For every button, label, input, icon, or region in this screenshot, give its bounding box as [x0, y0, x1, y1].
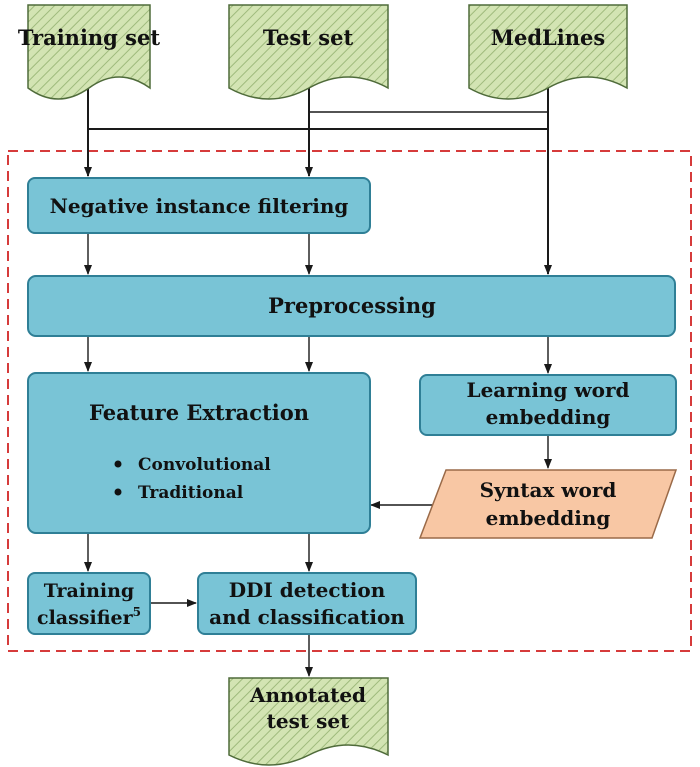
- learning-embedding-line1: Learning word: [467, 378, 630, 402]
- training-classifier-line1: Training: [44, 580, 134, 602]
- learning-word-embedding-box: Learning word embedding: [419, 374, 677, 436]
- ddi-detection-line1: DDI detection: [229, 578, 386, 602]
- training-classifier-word: classifier: [37, 607, 134, 629]
- connectors: [84, 85, 552, 677]
- preprocessing-label: Preprocessing: [268, 293, 436, 318]
- ddi-detection-line2: and classification: [209, 605, 405, 629]
- bullet-marker-2: [114, 488, 122, 496]
- annotated-line2: test set: [267, 709, 350, 733]
- bullet-traditional: Traditional: [138, 483, 244, 503]
- syntax-word-embedding-shape: Syntax word embedding: [418, 469, 678, 539]
- negative-instance-filtering-label: Negative instance filtering: [50, 194, 349, 218]
- training-classifier-superscript: 5: [133, 605, 141, 619]
- system-boundary: [7, 150, 692, 652]
- annotated-test-set-document: Annotated test set: [228, 677, 389, 766]
- test-set-document: Test set: [228, 4, 389, 100]
- feature-extraction-box: Feature Extraction Convolutional Traditi…: [27, 372, 371, 534]
- medlines-label: MedLines: [491, 25, 606, 50]
- negative-instance-filtering-box: Negative instance filtering: [27, 177, 371, 234]
- bullet-convolutional: Convolutional: [138, 455, 271, 475]
- learning-embedding-line2: embedding: [486, 405, 611, 429]
- syntax-embedding-line2: embedding: [486, 506, 611, 530]
- training-classifier-line2: classifier5: [37, 605, 141, 629]
- test-set-label: Test set: [263, 25, 354, 50]
- ddi-detection-box: DDI detection and classification: [197, 572, 417, 635]
- bullet-marker-1: [114, 460, 122, 468]
- preprocessing-box: Preprocessing: [27, 275, 676, 337]
- medlines-document: MedLines: [468, 4, 628, 100]
- training-set-label: Training set: [18, 25, 160, 50]
- training-classifier-box: Training classifier5: [27, 572, 151, 635]
- syntax-embedding-line1: Syntax word: [480, 478, 617, 502]
- training-set-document: Training set: [18, 4, 160, 100]
- annotated-line1: Annotated: [249, 683, 366, 707]
- feature-extraction-title: Feature Extraction: [89, 400, 309, 425]
